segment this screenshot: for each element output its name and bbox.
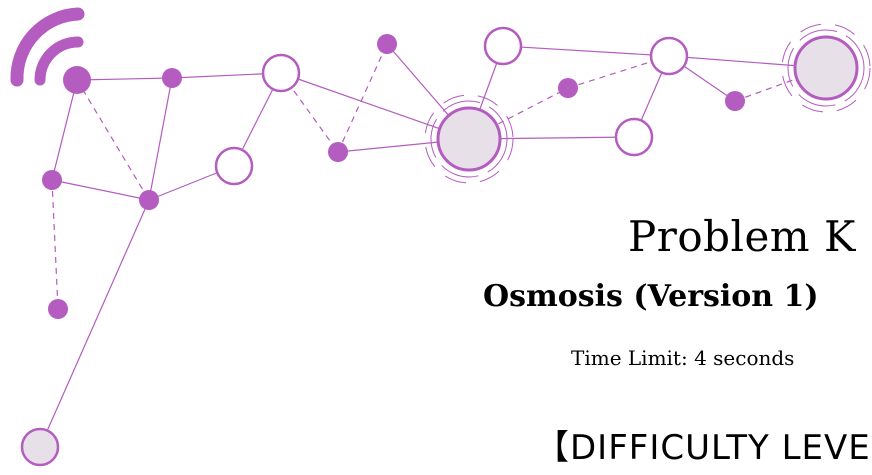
network-node-dot [377,34,397,54]
network-node-large [436,106,502,172]
network-node-dot [725,91,745,111]
node-halo-center [424,94,514,184]
network-node-hollow [614,117,654,157]
network-node-dot [558,78,578,98]
network-node-hollow [483,26,523,66]
network-node-hollow [649,36,689,76]
network-node-light [20,427,60,467]
problem-name-title: Osmosis (Version 1) [483,279,819,314]
network-node-dot [48,299,68,319]
node-halo-right [781,23,871,113]
network-node-dot [63,66,91,94]
network-node-dot [328,142,348,162]
network-node-hollow [214,146,254,186]
problem-id-heading: Problem K [628,212,856,261]
network-node-dot [139,190,159,210]
network-node-hollow [261,53,301,93]
time-limit-text: Time Limit: 4 seconds [571,346,795,370]
difficulty-level-label: 【DIFFICULTY LEVEL】 [535,428,872,468]
network-node-large [793,35,859,101]
wifi-signal-icon [10,7,85,87]
network-node-dot [162,68,182,88]
network-node-dot [42,170,62,190]
